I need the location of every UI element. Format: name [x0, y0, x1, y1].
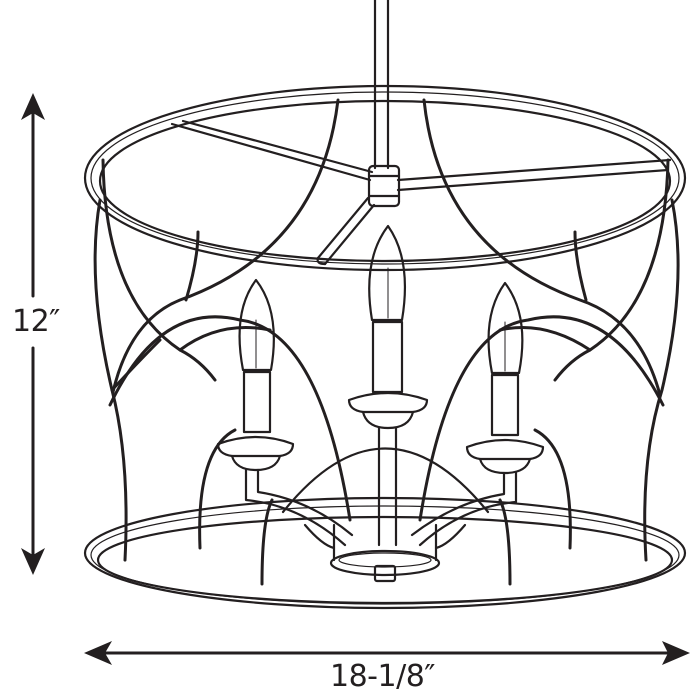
- back-arc: [281, 447, 490, 514]
- center-hub: [367, 164, 401, 208]
- bottom-ring: [83, 496, 687, 610]
- bottom-fitter: [303, 523, 467, 583]
- cage-arches: [93, 98, 680, 586]
- width-dimension-arrow: [84, 641, 690, 665]
- height-dimension-arrow: [21, 93, 45, 575]
- center-candle: [347, 224, 429, 547]
- width-dimension-label: 18-1/8″: [330, 659, 436, 694]
- height-dimension-label: 12″: [12, 304, 60, 339]
- left-candle: [216, 278, 354, 547]
- top-ring: [83, 84, 687, 272]
- right-candle: [410, 281, 545, 547]
- center-rod: [373, 0, 390, 170]
